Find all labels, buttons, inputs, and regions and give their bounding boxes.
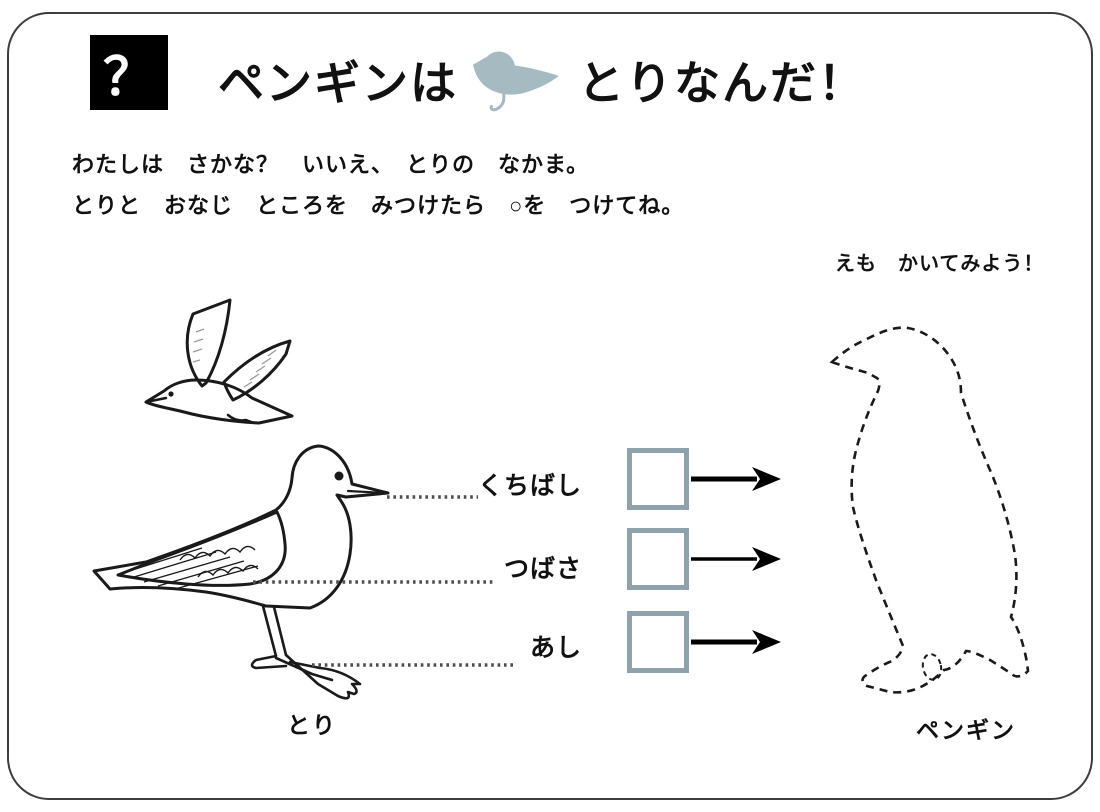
question-mark-text: ？ <box>102 49 155 107</box>
intro-text: わたしは さかな？ いいえ、 とりの なかま。 とりと おなじ ところを みつけ… <box>72 144 684 226</box>
caption-penguin: ペンギン <box>916 717 1016 743</box>
draw-prompt-text: えも かいてみよう！ <box>835 253 1045 275</box>
intro-line1: わたしは さかな？ いいえ、 とりの なかま。 <box>72 152 590 177</box>
title-part2: とりなんだ！ <box>578 57 866 109</box>
label-wing: つばさ <box>503 555 582 583</box>
page-title: ペンギンは とりなんだ！ <box>218 44 866 116</box>
bird-silhouette-icon <box>473 51 559 112</box>
worksheet-border <box>7 12 1093 800</box>
checkbox-wing[interactable] <box>627 528 689 590</box>
penguin-outline-drawing[interactable] <box>820 315 1040 710</box>
label-beak: くちばし <box>477 472 582 500</box>
checkbox-foot[interactable] <box>627 611 689 673</box>
caption-bird: とり <box>287 712 337 738</box>
checkbox-beak[interactable] <box>627 448 689 510</box>
question-mark-badge: ？ <box>90 35 168 110</box>
flying-bird-illustration <box>144 298 294 425</box>
standing-bird-illustration <box>92 444 390 700</box>
label-foot: あし <box>529 634 582 662</box>
title-part1: ペンギンは <box>218 57 458 109</box>
intro-line2: とりと おなじ ところを みつけたら ○を つけてね。 <box>72 193 685 218</box>
